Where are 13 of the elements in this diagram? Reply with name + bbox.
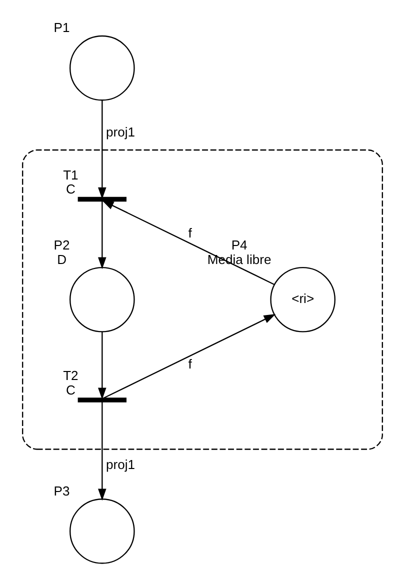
edge-label: proj1 <box>106 124 136 140</box>
node-label: T2 <box>63 368 78 384</box>
node-label: C <box>66 182 76 197</box>
node-label: P3 <box>54 483 70 498</box>
node-label: P4 <box>231 238 248 253</box>
node-label: P1 <box>54 20 70 36</box>
node-label: D <box>57 252 66 267</box>
node-label: P2 <box>54 238 70 253</box>
edge-label: f <box>188 356 192 372</box>
edge-label: f <box>188 226 192 241</box>
edge-label: proj1 <box>106 457 136 472</box>
node-label: C <box>66 382 76 398</box>
node-label: T1 <box>63 167 78 182</box>
